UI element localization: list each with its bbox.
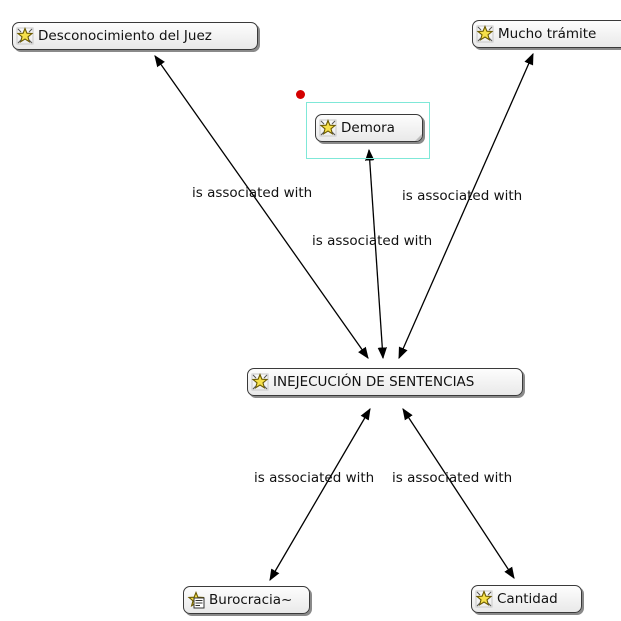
edge-demora-inejecucion[interactable] xyxy=(365,148,387,360)
edge-label-inejecucion-cantidad: is associated with xyxy=(392,470,513,486)
edge-inejecucion-burocracia[interactable] xyxy=(269,407,371,582)
edge-desconocimiento-inejecucion[interactable] xyxy=(154,55,369,359)
node-cantidad[interactable]: Cantidad xyxy=(471,585,582,613)
node-label: Demora xyxy=(341,120,395,136)
selection-frame xyxy=(306,102,430,159)
code-star-icon xyxy=(16,27,34,45)
node-label: INEJECUCIÓN DE SENTENCIAS xyxy=(273,374,475,390)
node-mucho-tramite[interactable]: Mucho trámite xyxy=(472,20,621,48)
node-label: Burocracia~ xyxy=(209,592,293,608)
node-label: Desconocimiento del Juez xyxy=(38,28,212,44)
node-demora[interactable]: Demora xyxy=(315,114,423,142)
node-label: Mucho trámite xyxy=(498,26,597,42)
code-star-icon xyxy=(319,119,337,137)
edge-label-demora-inejecucion: is associated with xyxy=(312,233,433,249)
code-memo-icon xyxy=(187,591,205,609)
edge-inejecucion-cantidad[interactable] xyxy=(402,408,515,579)
node-desconocimiento-del-juez[interactable]: Desconocimiento del Juez xyxy=(12,22,258,50)
edge-label-desconocimiento-inejecucion: is associated with xyxy=(192,185,313,201)
selection-marker xyxy=(296,90,305,99)
node-label: Cantidad xyxy=(497,591,558,607)
edge-label-inejecucion-burocracia: is associated with xyxy=(254,470,375,486)
code-star-icon xyxy=(251,373,269,391)
edge-mucho_tramite-inejecucion[interactable] xyxy=(398,52,534,360)
code-star-icon xyxy=(475,590,493,608)
node-inejecucion-de-sentencias[interactable]: INEJECUCIÓN DE SENTENCIAS xyxy=(247,368,523,396)
edges-layer xyxy=(154,52,534,582)
code-star-icon xyxy=(476,25,494,43)
edge-label-mucho-tramite-inejecucion: is associated with xyxy=(402,188,523,204)
page-fold-corner xyxy=(415,134,422,141)
node-burocracia[interactable]: Burocracia~ xyxy=(183,586,310,614)
